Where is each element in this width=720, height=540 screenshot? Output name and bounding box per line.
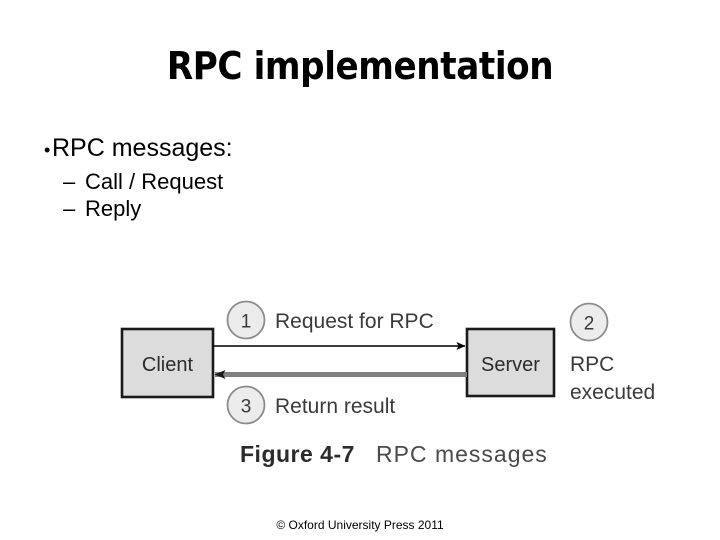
bullet-item-call-request: – Call / Request [63,168,510,196]
bullet-list: • RPC messages: – Call / Request – Reply [30,133,510,223]
client-box-label: Client [142,354,194,376]
step-2: 2 RPC executed [569,302,655,404]
server-box-label: Server [481,354,540,376]
node-server: Server [465,327,556,398]
step-1-label: Request for RPC [275,310,434,333]
bullet-item-reply: – Reply [63,195,510,223]
step-3-number: 3 [241,397,252,418]
figure-caption-number: Figure 4-7 [240,441,355,467]
figure-caption-text: RPC messages [376,441,548,467]
step-1-number: 1 [241,312,252,333]
bullet-marker-dot: • [44,140,51,160]
bullet-marker-dash: – [63,196,76,222]
step-2-label-line1: RPC [570,353,614,376]
figure-caption: Figure 4-7 RPC messages [240,441,548,467]
step-3-circle [226,385,266,425]
server-box-shape [465,327,556,398]
bullet-label: Call / Request [85,168,224,194]
rpc-sequence-diagram: Client Server 1 Request for RPC 2 RPC [120,300,655,467]
step-3: 3 Return result [226,385,395,425]
step-2-number: 2 [584,314,595,335]
step-1-circle [226,300,266,340]
bullet-label: Reply [85,196,142,222]
step-2-circle [569,302,609,342]
node-client: Client [120,327,215,399]
step-2-label-line2: executed [570,381,655,404]
step-1: 1 Request for RPC [226,300,434,340]
client-box-shape [120,327,215,399]
figure-rpc-messages: Client Server 1 Request for RPC 2 RPC [112,288,692,473]
bullet-marker-dash: – [63,168,76,194]
bullet-label: RPC messages: [52,134,233,162]
step-3-label: Return result [275,395,395,418]
bullet-item-rpc-messages: • RPC messages: [30,133,510,164]
page-title: RPC implementation [166,44,554,88]
copyright-footer: © Oxford University Press 2011 [276,518,444,532]
